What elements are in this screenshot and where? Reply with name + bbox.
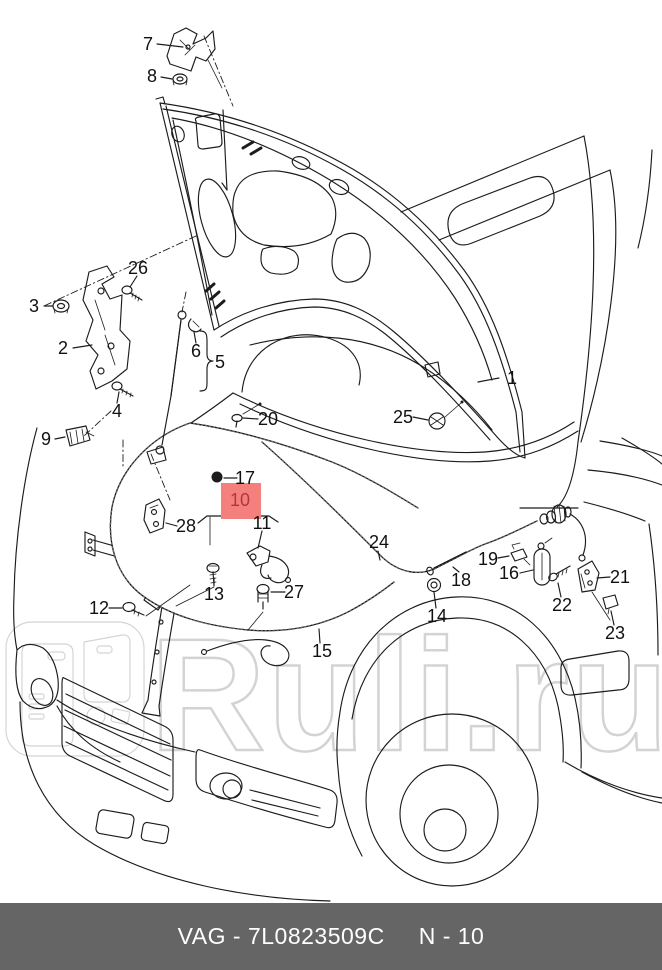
part-callout-10: 10	[229, 490, 251, 510]
part-callout-8: 8	[146, 66, 158, 86]
diagram-art: Ruli.ru	[5, 27, 662, 902]
part-28-hinge	[143, 498, 166, 534]
axis-lines	[43, 35, 234, 501]
part-callout-1: 1	[506, 368, 518, 388]
brace-part-5	[199, 330, 214, 392]
watermark-logo-icon	[5, 621, 145, 757]
headlight-outline	[15, 643, 59, 710]
leader-line-26	[129, 275, 138, 288]
part-23-clip	[602, 594, 619, 615]
leader-line-18	[452, 566, 460, 573]
part-callout-23: 23	[604, 623, 626, 643]
bumper-right	[195, 749, 338, 829]
part-16-housing	[533, 537, 553, 586]
grille-outline	[61, 677, 174, 803]
part-callout-19: 19	[477, 549, 499, 569]
part-26-bolt	[121, 285, 143, 302]
part-callout-9: 9	[40, 429, 52, 449]
part-callout-24: 24	[368, 532, 390, 552]
leader-line-2	[72, 344, 93, 349]
footer-sheet-number: N - 10	[418, 923, 485, 949]
part-callout-27: 27	[283, 582, 305, 602]
part-callout-17: 17	[234, 468, 256, 488]
part-callout-11: 11	[252, 513, 272, 533]
release-cable	[200, 441, 587, 667]
part-21-bracket	[577, 560, 611, 621]
part-callout-16: 16	[498, 563, 520, 583]
leader-line-24	[377, 550, 381, 561]
part-callout-4: 4	[111, 401, 123, 421]
part-callout-25: 25	[392, 407, 414, 427]
part-callout-3: 3	[28, 296, 40, 316]
part-callout-22: 22	[551, 595, 573, 615]
part-callout-2: 2	[57, 338, 69, 358]
part-callout-21: 21	[609, 567, 631, 587]
part-25-grommet	[428, 400, 464, 430]
part-19-clip	[510, 542, 531, 566]
part-22-screw	[548, 565, 571, 582]
part-13-bolt	[175, 562, 220, 607]
leader-line-14	[433, 591, 437, 609]
part-6-clip	[187, 318, 202, 333]
part-callout-12: 12	[88, 598, 110, 618]
fog-light	[209, 772, 243, 800]
part-7-bracket	[166, 27, 223, 89]
part-callout-26: 26	[127, 258, 149, 278]
leader-line-6	[193, 331, 197, 344]
leader-line-20	[242, 417, 259, 420]
leader-line-19	[497, 555, 510, 559]
leader-line-16	[519, 569, 534, 574]
front-wheel	[365, 713, 539, 887]
footer-part-number: VAG - 7L0823509C	[177, 923, 385, 949]
part-5-gas-strut	[146, 310, 187, 465]
leader-line-21	[596, 576, 611, 579]
leader-line-22	[557, 582, 562, 598]
leader-lines	[43, 43, 615, 644]
leader-line-1	[477, 377, 500, 383]
part-callout-13: 13	[203, 584, 225, 604]
leader-line-25	[412, 416, 429, 421]
part-callout-28: 28	[175, 516, 197, 536]
part-12-bolt	[122, 584, 191, 617]
footer-bar: VAG - 7L0823509C N - 10	[0, 903, 662, 970]
part-27-buffer	[247, 583, 270, 631]
leader-line-7	[156, 43, 184, 48]
leader-line-23	[610, 610, 615, 626]
leader-line-11	[257, 530, 263, 549]
part-callout-18: 18	[450, 570, 472, 590]
part-2-bracket	[82, 265, 131, 390]
part-17-grommet	[211, 471, 223, 483]
part-callout-7: 7	[142, 34, 154, 54]
leader-line-15	[318, 628, 321, 644]
leader-line-28	[165, 522, 178, 527]
leader-line-9	[54, 436, 66, 440]
car-body-outline	[13, 135, 662, 902]
leader-line-4	[116, 391, 120, 404]
highlight-box-part-10	[221, 483, 261, 519]
part-callout-15: 15	[311, 641, 333, 661]
leader-line-8	[160, 76, 173, 80]
hood-seal	[109, 422, 419, 632]
hood-panel	[155, 96, 526, 459]
part-callout-6: 6	[190, 341, 202, 361]
part-4-bolt	[111, 381, 134, 398]
part-20-clip	[231, 402, 262, 428]
exploded-parts	[52, 27, 619, 631]
part-8-nut	[172, 73, 188, 86]
part-callout-14: 14	[426, 606, 448, 626]
sunroof-outline	[447, 175, 555, 246]
part-callout-5: 5	[214, 352, 226, 372]
part-callout-20: 20	[257, 409, 279, 429]
door-cladding	[560, 650, 630, 696]
